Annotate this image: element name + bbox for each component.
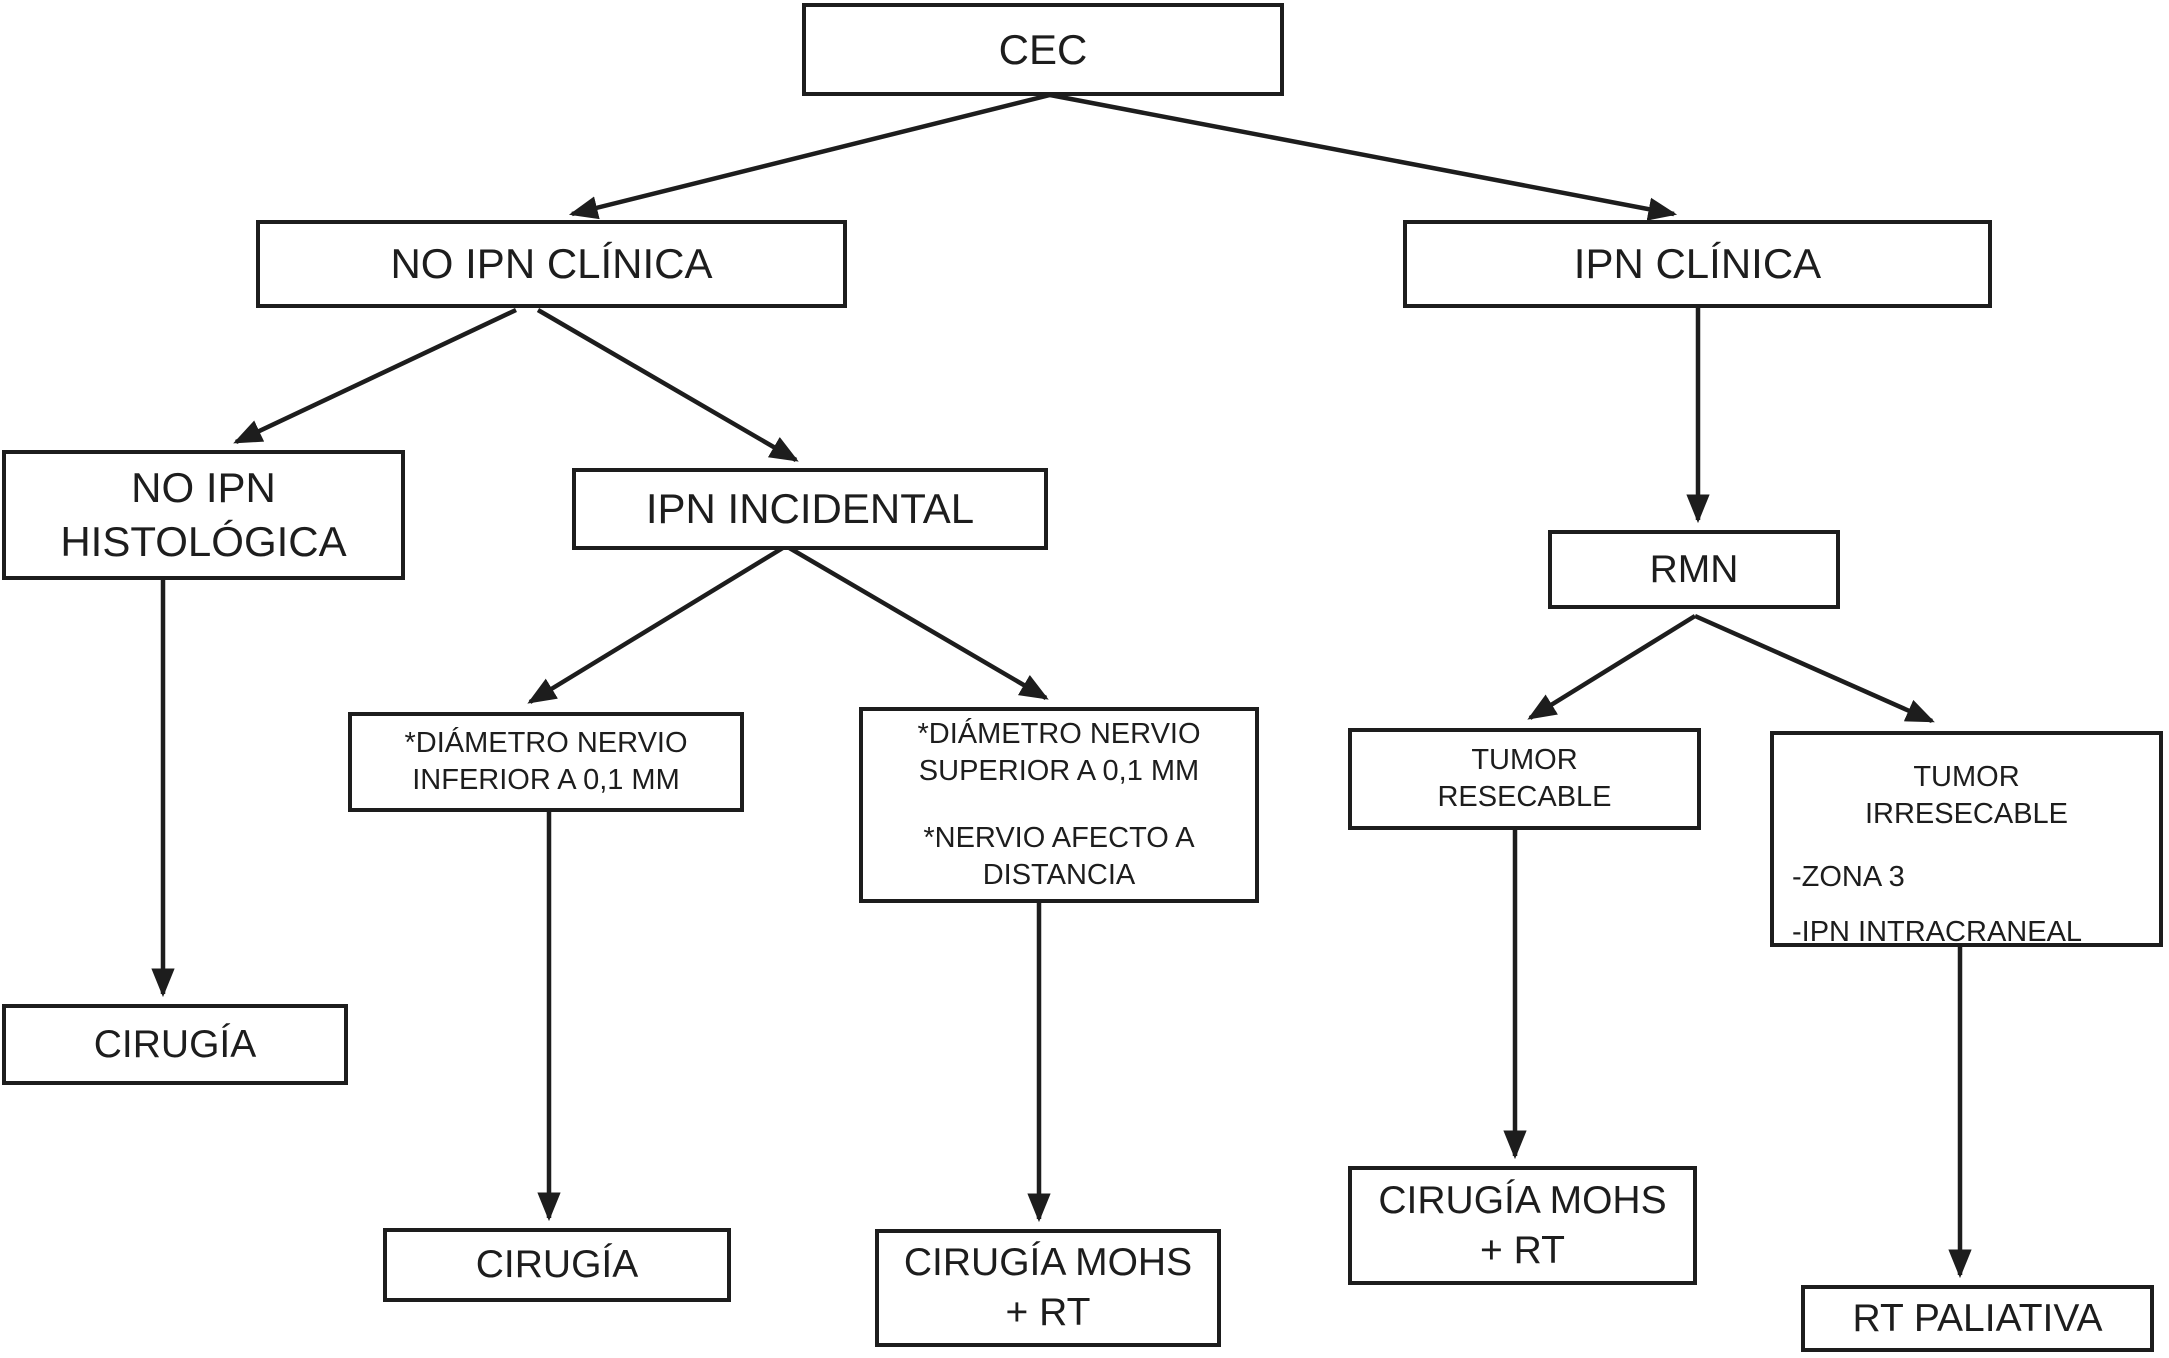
node-ipn-incidental-label: IPN INCIDENTAL bbox=[645, 485, 975, 533]
connector-noipn-to-incidental bbox=[536, 308, 799, 462]
node-cec: CEC bbox=[802, 3, 1284, 96]
connector-incidental-to-inferior bbox=[527, 544, 788, 704]
node-cirugia-mohs-resecable-line1: CIRUGÍA MOHS bbox=[1378, 1178, 1667, 1222]
node-cirugia-mohs-incidental-line2: + RT bbox=[1005, 1291, 1091, 1334]
node-diametro-superior-line3: *NERVIO AFECTO A bbox=[923, 822, 1195, 854]
tumor-irresecable-title: TUMOR IRRESECABLE bbox=[1865, 759, 2068, 833]
node-tumor-resecable-line2: RESECABLE bbox=[1437, 781, 1612, 813]
diametro-superior-paragraph-2: *NERVIO AFECTO A DISTANCIA bbox=[923, 820, 1194, 894]
node-diametro-superior-line2: SUPERIOR A 0,1 MM bbox=[918, 754, 1200, 787]
node-tumor-resecable: TUMOR RESECABLE bbox=[1348, 728, 1701, 830]
connector-noipn-to-histologica bbox=[233, 307, 517, 445]
node-cirugia-mohs-incidental: CIRUGÍA MOHS + RT bbox=[875, 1229, 1221, 1347]
node-cirugia-mohs-incidental-line1: CIRUGÍA MOHS bbox=[903, 1241, 1193, 1285]
node-cirugia-histologica: CIRUGÍA bbox=[2, 1004, 348, 1085]
node-rmn-label: RMN bbox=[1649, 547, 1739, 591]
diametro-superior-paragraph-1: *DIÁMETRO NERVIO SUPERIOR A 0,1 MM bbox=[917, 716, 1200, 790]
node-diametro-inferior-line1: *DIÁMETRO NERVIO bbox=[404, 726, 688, 759]
node-diametro-superior-line1: *DIÁMETRO NERVIO bbox=[917, 717, 1201, 750]
node-ipn-clinica: IPN CLÍNICA bbox=[1403, 220, 1992, 308]
node-diametro-inferior-line2: INFERIOR A 0,1 MM bbox=[412, 764, 680, 796]
node-tumor-resecable-line1: TUMOR bbox=[1471, 743, 1578, 776]
node-cirugia-inferior: CIRUGÍA bbox=[383, 1228, 731, 1302]
node-ipn-incidental: IPN INCIDENTAL bbox=[572, 468, 1048, 550]
connector-rmn-to-resecable bbox=[1527, 614, 1697, 720]
connector-rmn-to-irresecable bbox=[1694, 613, 1935, 724]
node-no-ipn-histologica-line2: HISTOLÓGICA bbox=[60, 518, 347, 565]
node-tumor-irresecable-line2: IRRESECABLE bbox=[1864, 798, 2069, 831]
node-tumor-irresecable-bullet2: -IPN INTRACRANEAL bbox=[1792, 916, 2083, 949]
connector-cec-to-no-ipn-clinica bbox=[568, 92, 1051, 220]
node-diametro-superior: *DIÁMETRO NERVIO SUPERIOR A 0,1 MM *NERV… bbox=[859, 707, 1259, 903]
node-rmn: RMN bbox=[1548, 530, 1840, 609]
node-rt-paliativa-label: RT PALIATIVA bbox=[1852, 1296, 2103, 1340]
connector-cec-to-ipn-clinica bbox=[1049, 92, 1678, 221]
connector-incidental-to-superior bbox=[784, 544, 1049, 700]
node-no-ipn-clinica-label: NO IPN CLÍNICA bbox=[390, 240, 713, 288]
node-tumor-irresecable-bullet1: -ZONA 3 bbox=[1792, 861, 1905, 894]
node-no-ipn-clinica: NO IPN CLÍNICA bbox=[256, 220, 847, 308]
node-no-ipn-histologica: NO IPN HISTOLÓGICA bbox=[2, 450, 405, 580]
node-rt-paliativa: RT PALIATIVA bbox=[1801, 1285, 2154, 1352]
node-cirugia-mohs-resecable-line2: + RT bbox=[1480, 1228, 1565, 1272]
node-cirugia-inferior-label: CIRUGÍA bbox=[475, 1243, 639, 1287]
node-diametro-superior-line4: DISTANCIA bbox=[982, 859, 1136, 892]
node-tumor-irresecable-line1: TUMOR bbox=[1913, 761, 2020, 793]
node-diametro-inferior: *DIÁMETRO NERVIO INFERIOR A 0,1 MM bbox=[348, 712, 744, 812]
node-cirugia-mohs-resecable: CIRUGÍA MOHS + RT bbox=[1348, 1166, 1697, 1285]
node-ipn-clinica-label: IPN CLÍNICA bbox=[1573, 240, 1822, 288]
node-cirugia-histologica-label: CIRUGÍA bbox=[93, 1022, 257, 1066]
tumor-irresecable-bullets: -ZONA 3 -IPN INTRACRANEAL bbox=[1774, 859, 2159, 951]
node-no-ipn-histologica-line1: NO IPN bbox=[131, 464, 276, 512]
node-tumor-irresecable: TUMOR IRRESECABLE -ZONA 3 -IPN INTRACRAN… bbox=[1770, 731, 2163, 948]
node-cec-label: CEC bbox=[998, 25, 1088, 73]
